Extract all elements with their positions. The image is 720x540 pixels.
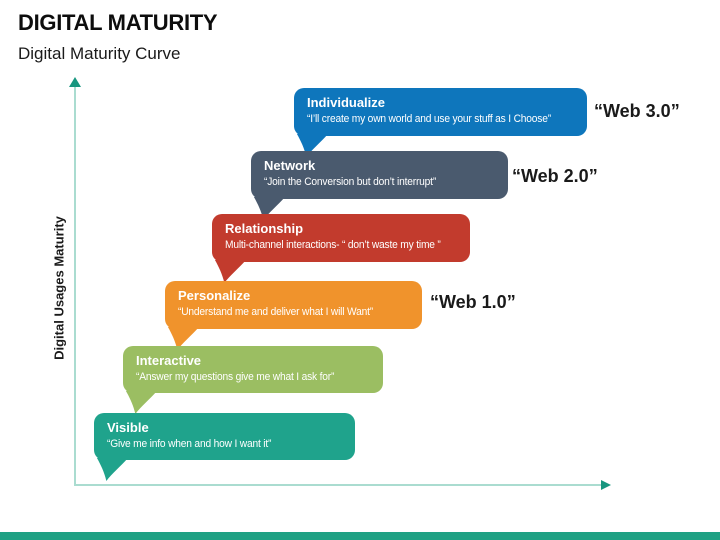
stage-title: Individualize	[307, 95, 386, 110]
stage-title: Visible	[107, 420, 149, 435]
stage-quote: Multi-channel interactions- “ don’t wast…	[225, 238, 441, 251]
stage-bubble-interactive: Interactive “Answer my questions give me…	[123, 346, 383, 414]
stage-bubble-visible: Visible “Give me info when and how I wan…	[94, 413, 355, 481]
slide-title: DIGITAL MATURITY	[18, 10, 218, 35]
stage-quote: “Give me info when and how I want it”	[107, 437, 272, 450]
speech-tail-icon	[296, 134, 328, 157]
speech-tail-icon	[167, 327, 199, 350]
web-2-0-label: “Web 2.0”	[512, 166, 598, 186]
speech-tail-icon	[214, 260, 246, 283]
stage-title: Network	[264, 158, 316, 173]
slide-subtitle: Digital Maturity Curve	[18, 44, 181, 63]
stage-quote: “I’ll create my own world and use your s…	[307, 112, 551, 125]
speech-tail-icon	[96, 458, 128, 481]
footer-accent-bar	[0, 532, 720, 540]
y-axis-line	[74, 86, 76, 486]
stage-title: Personalize	[178, 288, 251, 303]
web-3-0-label: “Web 3.0”	[594, 101, 680, 121]
stage-bubble-individualize: Individualize “I’ll create my own world …	[294, 88, 587, 157]
stage-quote: “Understand me and deliver what I will W…	[178, 305, 373, 318]
speech-tail-icon	[125, 391, 157, 414]
y-axis-arrow-icon	[69, 77, 81, 87]
stage-title: Relationship	[225, 221, 304, 236]
web-1-0-label: “Web 1.0”	[430, 292, 516, 312]
stage-bubble-relationship: Relationship Multi-channel interactions-…	[212, 214, 470, 283]
stage-quote: “Answer my questions give me what I ask …	[136, 370, 335, 383]
y-axis-label: Digital Usages Maturity	[51, 216, 67, 360]
stage-bubble-personalize: Personalize “Understand me and deliver w…	[165, 281, 422, 350]
x-axis-line	[75, 484, 603, 486]
x-axis-arrow-icon	[601, 480, 611, 490]
stage-quote: “Join the Conversion but don’t interrupt…	[264, 175, 437, 188]
stage-title: Interactive	[136, 353, 202, 368]
speech-tail-icon	[253, 197, 285, 220]
stage-bubble-network: Network “Join the Conversion but don’t i…	[251, 151, 508, 220]
